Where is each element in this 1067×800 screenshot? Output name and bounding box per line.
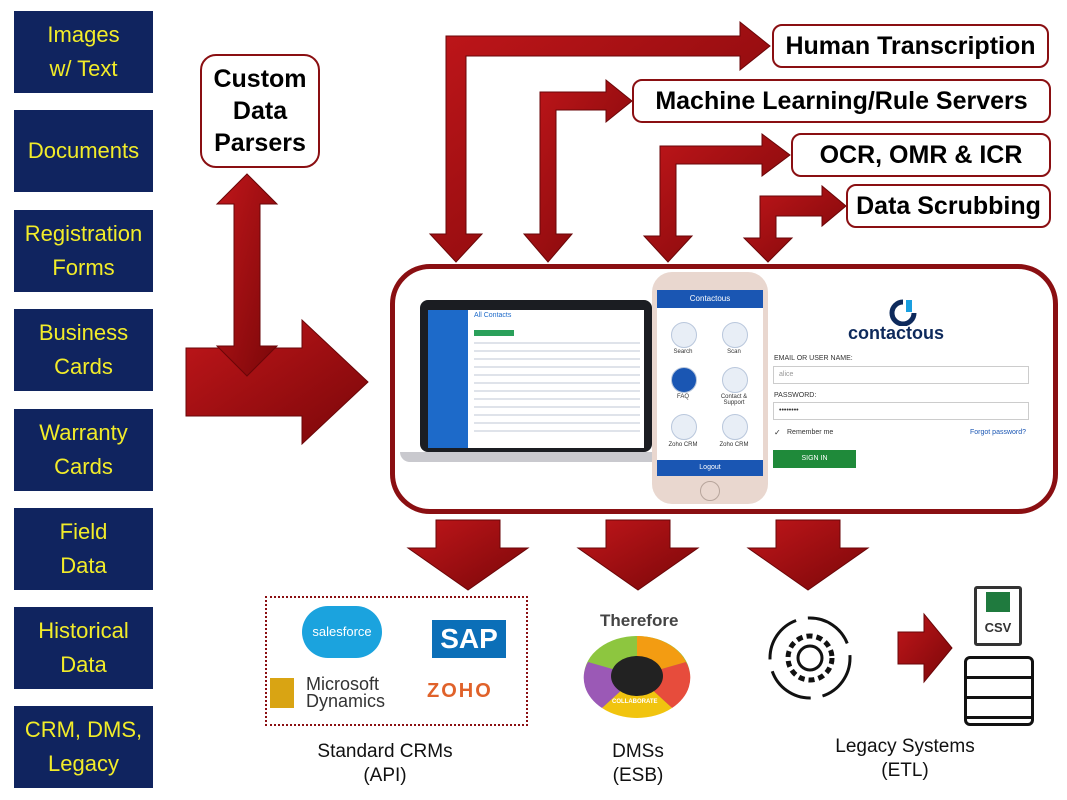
service-data-scrubbing: Data Scrubbing xyxy=(846,184,1051,228)
remember-checkbox[interactable]: ✓ xyxy=(774,428,781,437)
arrow-ocr xyxy=(642,133,791,263)
custom-data-parsers: Custom Data Parsers xyxy=(200,54,320,168)
therefore-logo: Therefore xyxy=(600,611,679,630)
salesforce-logo: salesforce xyxy=(302,606,382,658)
source-images-with-text: Images w/ Text xyxy=(14,11,153,93)
arrow-human-transcription xyxy=(428,20,771,263)
phone-item-label: Contact & Support xyxy=(720,394,748,406)
arrow-down-dms xyxy=(576,519,700,591)
source-business-cards: Business Cards xyxy=(14,309,153,391)
zoho-icon[interactable] xyxy=(671,414,697,440)
phone-item-label: Search xyxy=(673,349,693,355)
forgot-password-link[interactable]: Forgot password? xyxy=(970,429,1027,436)
dms-wheel-label: COLLABORATE xyxy=(612,699,658,705)
faq-icon[interactable] xyxy=(671,367,697,393)
home-button[interactable] xyxy=(700,481,720,501)
crm-icon[interactable] xyxy=(722,414,748,440)
phone-item-label: Zoho CRM xyxy=(719,442,749,448)
sap-logo: SAP xyxy=(432,620,506,658)
csv-label: CSV xyxy=(984,620,1012,635)
arrow-down-crm xyxy=(406,519,530,591)
microsoft-dynamics-logo: Microsoft Dynamics xyxy=(306,674,386,711)
server-icon xyxy=(964,656,1034,726)
sign-in-button[interactable]: SIGN IN xyxy=(773,450,856,468)
source-field-data: Field Data xyxy=(14,508,153,590)
zoho-logo: ZOHO xyxy=(427,680,493,702)
legacy-caption: Legacy Systems (ETL) xyxy=(835,736,975,781)
gear-cycle-icon xyxy=(768,616,852,700)
source-registration-forms: Registration Forms xyxy=(14,210,153,292)
source-historical-data: Historical Data xyxy=(14,607,153,689)
crm-group xyxy=(265,596,528,726)
password-label: PASSWORD: xyxy=(774,392,817,399)
phone-item-label: Zoho CRM xyxy=(668,442,698,448)
input-arrow xyxy=(185,318,369,446)
source-crm-dms-legacy: CRM, DMS, Legacy xyxy=(14,706,153,788)
laptop-contacts-table xyxy=(474,330,640,432)
source-documents: Documents xyxy=(14,110,153,192)
arrow-down-legacy xyxy=(746,519,870,591)
laptop-sidebar xyxy=(428,310,468,448)
source-warranty-cards: Warranty Cards xyxy=(14,409,153,491)
laptop-base xyxy=(400,452,672,462)
brand-name: contactous xyxy=(848,323,945,343)
crm-caption: Standard CRMs (API) xyxy=(317,741,453,786)
phone-title: Contactous xyxy=(657,290,763,308)
contactous-logo-icon xyxy=(889,299,917,326)
service-machine-learning: Machine Learning/Rule Servers xyxy=(632,79,1051,123)
dynamics-icon xyxy=(270,678,294,708)
phone-logout[interactable]: Logout xyxy=(657,460,763,476)
remember-label: Remember me xyxy=(787,429,834,436)
phone-item-label: FAQ xyxy=(676,394,689,400)
arrow-data-scrubbing xyxy=(742,184,847,263)
service-human-transcription: Human Transcription xyxy=(772,24,1049,68)
username-input[interactable]: alice xyxy=(773,366,1029,384)
parser-double-arrow xyxy=(215,173,279,377)
password-input[interactable]: •••••••• xyxy=(773,402,1029,420)
scan-icon[interactable] xyxy=(722,322,748,348)
search-icon[interactable] xyxy=(671,322,697,348)
arrow-legacy-to-csv xyxy=(897,612,953,684)
excel-icon xyxy=(986,592,1010,612)
laptop-page-title: All Contacts xyxy=(474,312,512,319)
dms-caption: DMSs (ESB) xyxy=(612,741,664,786)
username-label: EMAIL OR USER NAME: xyxy=(774,355,853,362)
service-ocr-omr-icr: OCR, OMR & ICR xyxy=(791,133,1051,177)
phone-item-label: Scan xyxy=(727,349,741,355)
arrow-machine-learning xyxy=(522,78,633,263)
support-icon[interactable] xyxy=(722,367,748,393)
dms-wheel-icon xyxy=(583,636,691,718)
